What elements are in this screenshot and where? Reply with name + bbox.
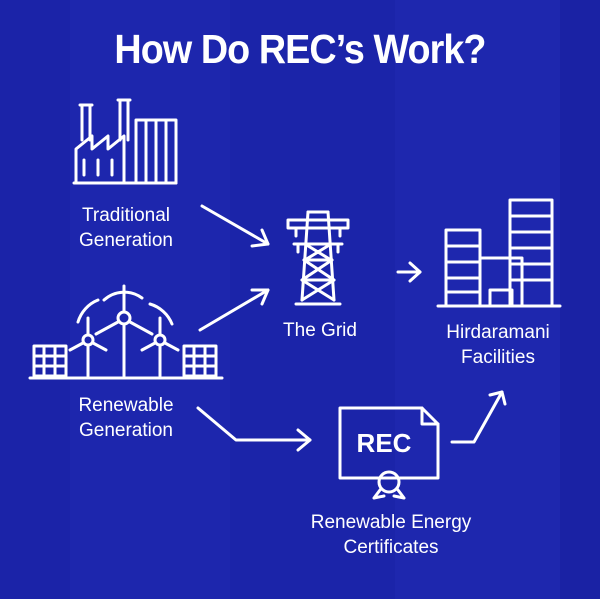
facilities-line1: Hirdaramani: [446, 322, 550, 343]
arrow-traditional-to-grid: [200, 204, 270, 248]
arrow-renewable-to-grid: [198, 288, 270, 332]
traditional-generation-label: Traditional Generation: [56, 203, 196, 253]
certificate-badge-text: REC: [357, 428, 412, 458]
diagram-title: How Do REC’s Work?: [114, 26, 486, 72]
arrow-grid-to-facilities: [396, 261, 422, 283]
arrow-renewable-to-certificates: [196, 406, 312, 452]
facilities-label: Hirdaramani Facilities: [430, 320, 566, 370]
certificates-line1: Renewable Energy: [310, 512, 472, 533]
arrow-certificates-to-facilities: [450, 390, 507, 444]
renewable-line2: Generation: [78, 420, 173, 441]
certificate-icon: REC: [338, 406, 440, 500]
renewable-line1: Renewable: [78, 395, 174, 416]
traditional-line2: Generation: [78, 230, 173, 251]
renewable-generation-label: Renewable Generation: [56, 393, 196, 443]
buildings-icon: [436, 198, 562, 308]
certificates-line2: Certificates: [343, 537, 439, 558]
facilities-line2: Facilities: [461, 347, 535, 368]
grid-label: The Grid: [268, 318, 372, 343]
factory-icon: [72, 98, 178, 185]
certificates-label: Renewable Energy Certificates: [286, 510, 496, 560]
grid-tower-icon: [286, 210, 350, 306]
grid-label-text: The Grid: [283, 320, 357, 341]
traditional-line1: Traditional: [81, 205, 170, 226]
renewable-icon: [28, 284, 224, 380]
